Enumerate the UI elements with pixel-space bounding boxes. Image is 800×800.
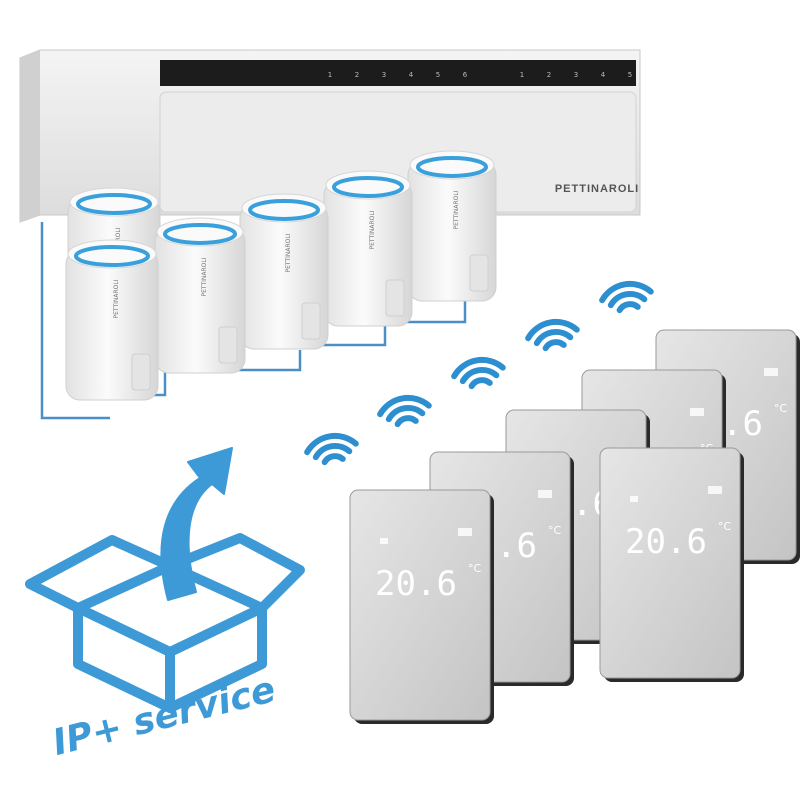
thermostat-temperature-display: 20.6 xyxy=(625,522,707,562)
thermostat-unit-label: °C xyxy=(774,402,788,415)
ip-service-badge: IP+ service xyxy=(25,447,305,764)
controller-zone-number: 5 xyxy=(628,71,632,79)
actuator-brand-label: PETTINAROLI xyxy=(201,257,208,296)
controller-zone-number: 3 xyxy=(382,71,386,79)
actuator-brand-label: PETTINAROLI xyxy=(285,233,292,272)
thermostat-signal-icon xyxy=(690,408,704,416)
wifi-signal-icon xyxy=(304,432,359,466)
controller-zone-number: 6 xyxy=(463,71,468,79)
controller-zone-number: 3 xyxy=(574,71,578,79)
valve-actuator: PETTINAROLI xyxy=(65,239,159,401)
valve-actuator: PETTINAROLI xyxy=(407,150,497,302)
actuator-brand-label: PETTINAROLI xyxy=(113,279,120,318)
blue-status-ring xyxy=(416,156,488,178)
controller-zone-number: 4 xyxy=(601,71,606,79)
actuator-brand-label: PETTINAROLI xyxy=(453,190,460,229)
blue-status-ring xyxy=(248,199,320,221)
open-box-icon xyxy=(25,533,305,713)
valve-actuator: PETTINAROLI xyxy=(239,193,329,350)
blue-status-ring xyxy=(163,223,237,245)
thermostat-signal-icon xyxy=(458,528,472,536)
wifi-signal-icon xyxy=(599,280,654,314)
wireless-thermostat: 20.6 °C xyxy=(599,447,744,682)
blue-status-ring xyxy=(74,245,150,267)
thermostat-signal-icon xyxy=(764,368,778,376)
thermostat-group: 20.6°C20.6°C20.6°C20.6°C20.6°C20.6°C xyxy=(349,329,800,724)
controller-zone-number: 4 xyxy=(409,71,414,79)
wireless-signal-waves xyxy=(304,280,654,466)
valve-actuator: PETTINAROLI xyxy=(154,217,246,374)
thermostat-unit-label: °C xyxy=(468,562,482,575)
actuator-group: PETTINAROLI PETTINAROLI PETTINAROLI PETTINA… xyxy=(65,150,497,401)
thermostat-unit-label: °C xyxy=(718,520,732,533)
actuator-brand-label: PETTINAROLI xyxy=(369,210,376,249)
controller-zone-number: 2 xyxy=(355,71,359,79)
controller-zone-number: 2 xyxy=(547,71,551,79)
arrow-up-icon xyxy=(160,447,233,601)
wifi-signal-icon xyxy=(451,356,506,390)
blue-status-ring xyxy=(76,193,152,215)
wifi-signal-icon xyxy=(525,318,580,352)
thermostat-signal-icon xyxy=(708,486,722,494)
thermostat-unit-label: °C xyxy=(548,524,562,537)
valve-actuator: PETTINAROLI xyxy=(323,170,413,327)
actuator-wire xyxy=(405,298,467,324)
controller-zone-number: 5 xyxy=(436,71,440,79)
controller-zone-number: 1 xyxy=(520,71,524,79)
thermostat-status-icon xyxy=(380,538,388,544)
thermostat-temperature-display: 20.6 xyxy=(375,564,457,604)
wifi-signal-icon xyxy=(377,394,432,428)
actuator-wire xyxy=(320,322,387,347)
wireless-thermostat: 20.6 °C xyxy=(349,489,494,724)
controller-brand-label: PETTINAROLI xyxy=(555,183,639,195)
blue-status-ring xyxy=(332,176,404,198)
actuator-wire xyxy=(40,222,110,420)
thermostat-signal-icon xyxy=(538,490,552,498)
controller-zone-number: 1 xyxy=(328,71,332,79)
controller-zone-numbers: 1 2 3 4 5 6 1 2 3 4 5 xyxy=(328,71,632,79)
thermostat-status-icon xyxy=(630,496,638,502)
ip-service-label: IP+ service xyxy=(49,669,280,764)
controller-display-strip xyxy=(160,60,636,86)
